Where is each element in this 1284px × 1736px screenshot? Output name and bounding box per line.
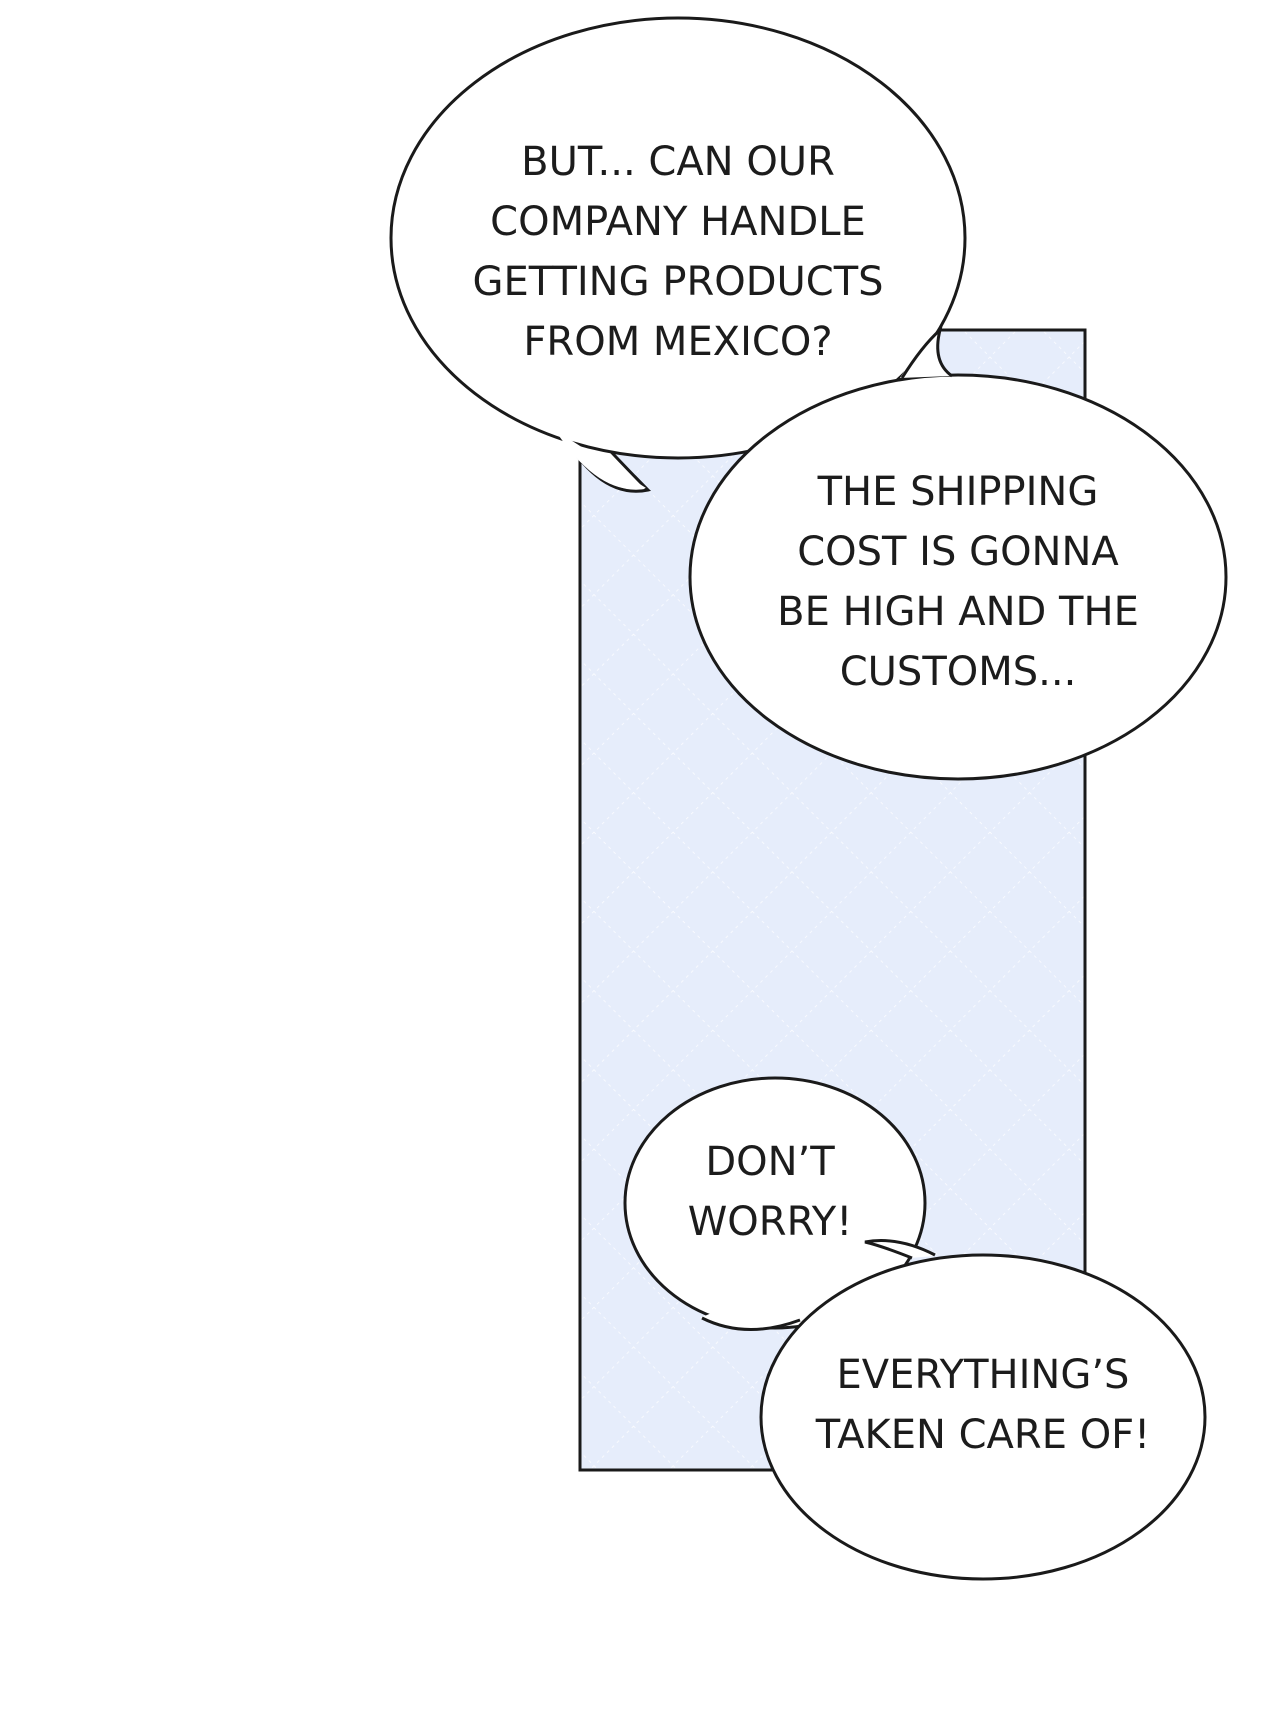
bubble-2-text: THE SHIPPING COST IS GONNA BE HIGH AND T… — [753, 462, 1163, 702]
bubble-2-line: THE SHIPPING — [817, 469, 1099, 515]
bubble-1-line: GETTING PRODUCTS — [472, 259, 884, 305]
speech-bubble-1 — [389, 16, 967, 493]
bubble-4-line: EVERYTHING’S — [836, 1352, 1130, 1398]
bubble-1-text: BUT... CAN OUR COMPANY HANDLE GETTING PR… — [463, 132, 893, 372]
bubble-3-text: DON’T WORRY! — [655, 1132, 885, 1252]
bubble-2-line: BE HIGH AND THE — [777, 589, 1139, 635]
bubble-4-line: TAKEN CARE OF! — [815, 1412, 1151, 1458]
speech-bubble-4 — [759, 1239, 1207, 1581]
bubble-3-line: DON’T — [705, 1139, 835, 1185]
speech-bubble-2 — [688, 325, 1228, 781]
bubble-3-line: WORRY! — [687, 1199, 853, 1245]
bubble-1-line: FROM MEXICO? — [523, 319, 833, 365]
bubble-1-line: COMPANY HANDLE — [490, 199, 866, 245]
bubble-4-text: EVERYTHING’S TAKEN CARE OF! — [793, 1345, 1173, 1465]
bubble-2-line: COST IS GONNA — [797, 529, 1119, 575]
bubble-1-line: BUT... CAN OUR — [521, 139, 835, 185]
bubble-2-line: CUSTOMS... — [839, 649, 1077, 695]
speech-bubble-3 — [623, 1076, 927, 1332]
